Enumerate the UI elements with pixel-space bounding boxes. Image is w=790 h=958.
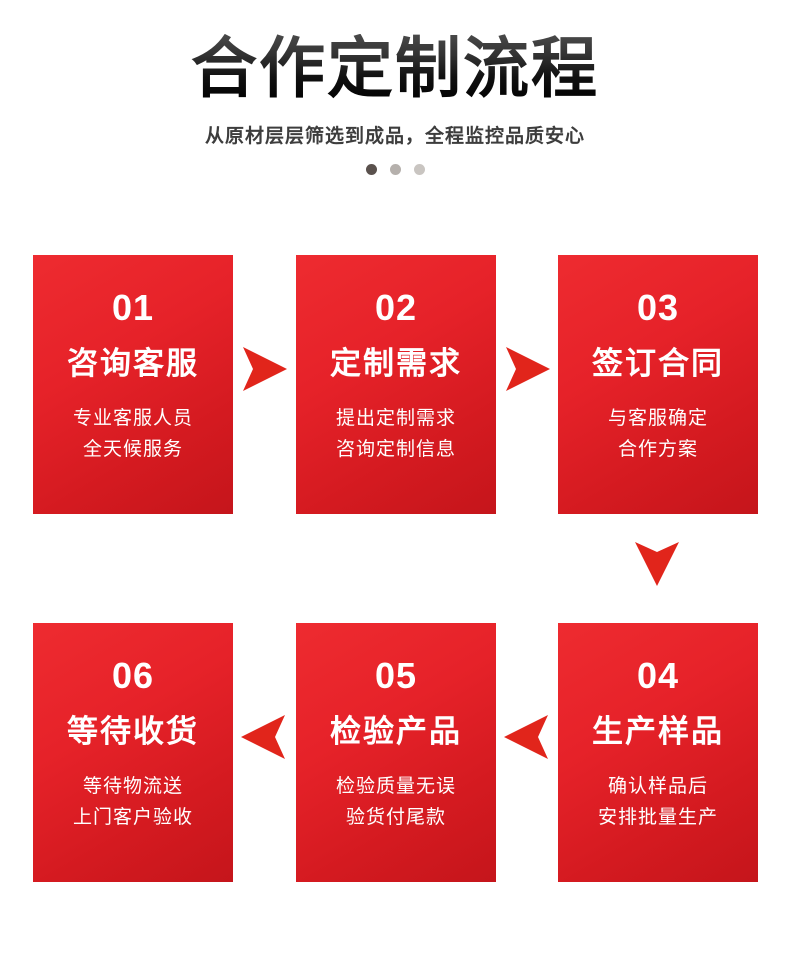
step-title: 签订合同 bbox=[592, 346, 724, 381]
step-description: 等待物流送 上门客户验收 bbox=[73, 771, 193, 834]
step-description-line: 确认样品后 bbox=[607, 776, 708, 797]
process-step-card-01[interactable]: 01 咨询客服 专业客服人员 全天候服务 bbox=[33, 255, 233, 514]
step-title: 定制需求 bbox=[330, 346, 462, 381]
process-step-card-02[interactable]: 02 定制需求 提出定制需求 咨询定制信息 bbox=[296, 255, 496, 514]
step-number: 02 bbox=[374, 287, 418, 328]
carousel-dot-1[interactable] bbox=[365, 164, 377, 176]
page-header: 合作定制流程 从原材层层筛选到成品，全程监控品质安心 bbox=[0, 0, 790, 176]
step-description-line: 专业客服人员 bbox=[72, 408, 193, 429]
step-title: 检验产品 bbox=[330, 714, 462, 749]
step-description-line: 等待物流送 bbox=[82, 776, 183, 797]
step-description: 确认样品后 安排批量生产 bbox=[598, 771, 718, 834]
process-step-card-04[interactable]: 04 生产样品 确认样品后 安排批量生产 bbox=[558, 623, 758, 882]
step-number: 04 bbox=[636, 655, 680, 696]
carousel-dot-2[interactable] bbox=[389, 164, 401, 176]
step-title: 等待收货 bbox=[67, 714, 199, 749]
step-title: 生产样品 bbox=[592, 714, 724, 749]
page-title: 合作定制流程 bbox=[0, 33, 790, 103]
step-description-line: 提出定制需求 bbox=[335, 408, 456, 429]
step-description-line: 咨询定制信息 bbox=[335, 439, 456, 461]
step-description-line: 验货付尾款 bbox=[345, 807, 446, 829]
step-description-line: 与客服确定 bbox=[607, 408, 708, 429]
process-step-card-06[interactable]: 06 等待收货 等待物流送 上门客户验收 bbox=[33, 623, 233, 882]
step-description: 与客服确定 合作方案 bbox=[608, 403, 708, 466]
step-description-line: 合作方案 bbox=[617, 439, 698, 461]
process-step-card-03[interactable]: 03 签订合同 与客服确定 合作方案 bbox=[558, 255, 758, 514]
process-step-card-05[interactable]: 05 检验产品 检验质量无误 验货付尾款 bbox=[296, 623, 496, 882]
step-description-line: 全天候服务 bbox=[82, 439, 183, 461]
step-description: 专业客服人员 全天候服务 bbox=[73, 403, 193, 466]
carousel-dot-3[interactable] bbox=[413, 164, 425, 176]
arrow-left-icon bbox=[504, 713, 550, 761]
page-subtitle: 从原材层层筛选到成品，全程监控品质安心 bbox=[204, 126, 585, 148]
carousel-dots bbox=[0, 164, 790, 176]
step-number: 01 bbox=[111, 287, 155, 328]
arrow-down-icon bbox=[633, 540, 681, 586]
step-number: 03 bbox=[636, 287, 680, 328]
step-description-line: 检验质量无误 bbox=[335, 776, 456, 797]
step-description-line: 上门客户验收 bbox=[72, 807, 193, 829]
step-number: 06 bbox=[111, 655, 155, 696]
step-description: 提出定制需求 咨询定制信息 bbox=[336, 403, 456, 466]
step-description: 检验质量无误 验货付尾款 bbox=[336, 771, 456, 834]
arrow-right-icon bbox=[504, 345, 550, 393]
arrow-right-icon bbox=[241, 345, 287, 393]
step-number: 05 bbox=[374, 655, 418, 696]
step-title: 咨询客服 bbox=[67, 346, 199, 381]
step-description-line: 安排批量生产 bbox=[597, 807, 718, 829]
arrow-left-icon bbox=[241, 713, 287, 761]
